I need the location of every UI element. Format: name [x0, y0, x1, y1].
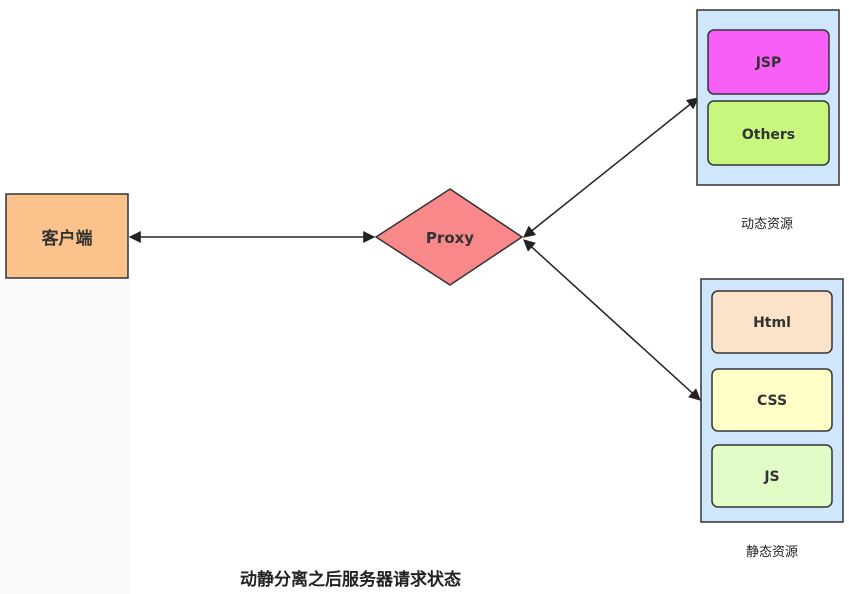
proxy-label: Proxy	[426, 229, 474, 247]
diagram-caption: 动静分离之后服务器请求状态	[240, 570, 461, 590]
dynamic-item-label: JSP	[755, 55, 782, 71]
client-label: 客户端	[41, 228, 93, 249]
static-item-js[interactable]: JS	[711, 444, 833, 508]
static-item-label: JS	[763, 469, 779, 485]
static-item-css[interactable]: CSS	[711, 368, 833, 432]
background-shade	[0, 280, 130, 594]
dynamic-item-jsp[interactable]: JSP	[707, 29, 830, 95]
static-item-html[interactable]: Html	[711, 290, 833, 354]
dynamic-item-label: Others	[742, 127, 795, 143]
proxy-node[interactable]: Proxy	[374, 188, 524, 286]
dynamic-resources-label: 动态资源	[740, 217, 793, 232]
static-item-label: Html	[753, 315, 791, 331]
dynamic-item-others[interactable]: Others	[707, 100, 830, 166]
dynamic-resources-group: JSP Others	[696, 9, 840, 186]
static-resources-group: Html CSS JS	[700, 278, 844, 523]
static-item-label: CSS	[757, 393, 787, 409]
static-resources-label: 静态资源	[745, 545, 798, 560]
proxy-dynamic-connector	[523, 97, 699, 238]
proxy-static-connector	[523, 239, 701, 401]
client-node[interactable]: 客户端	[5, 193, 129, 279]
